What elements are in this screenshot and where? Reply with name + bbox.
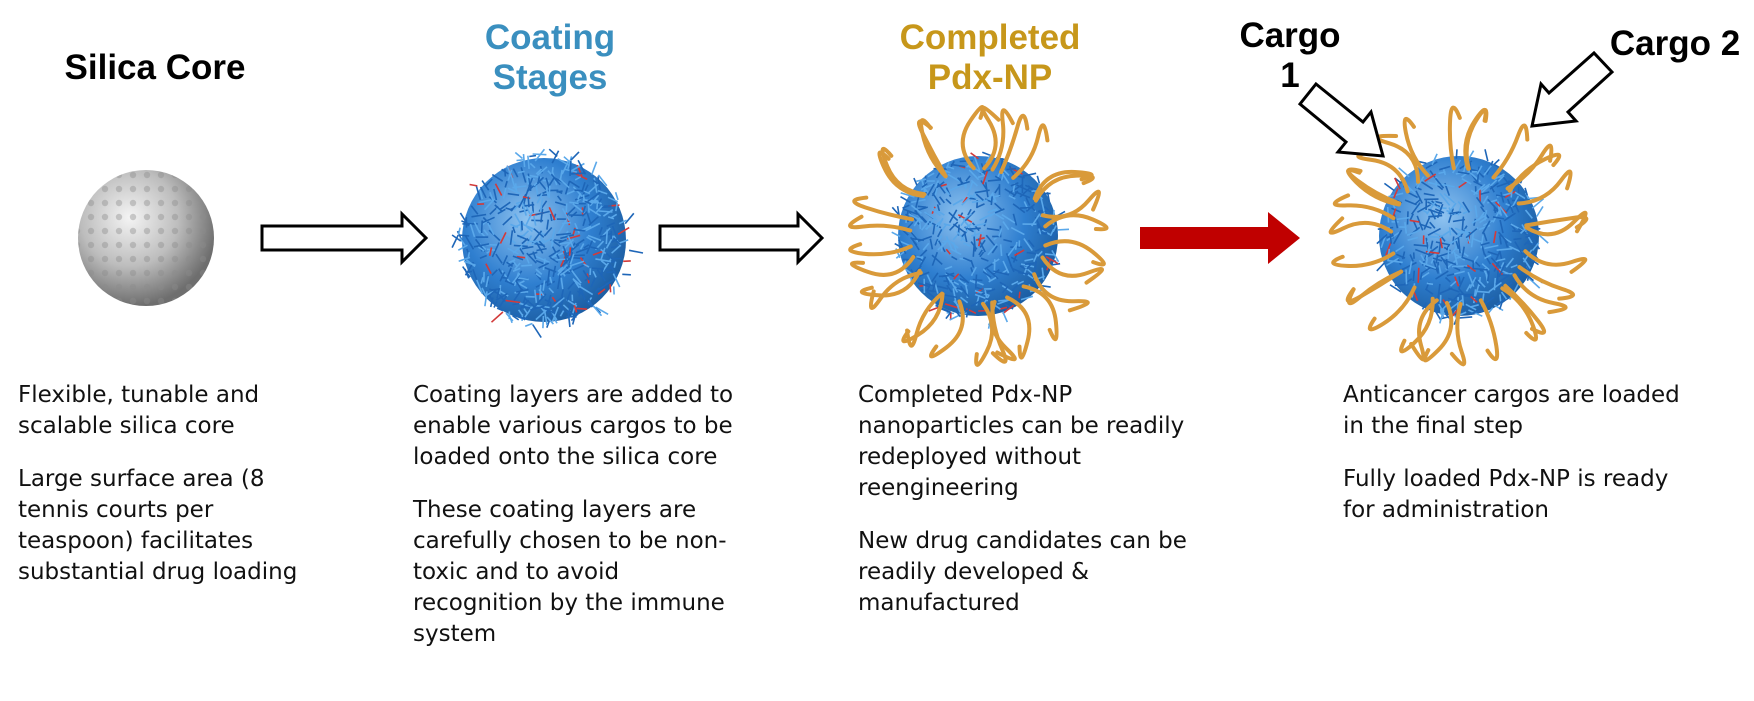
description-text: Fully loaded Pdx-NP is ready for adminis… bbox=[1343, 466, 1669, 523]
silica-core-description: Flexible, tunable and scalable silica co… bbox=[18, 380, 318, 610]
final-step-arrow bbox=[1140, 212, 1300, 264]
description-text: These coating layers are carefully chose… bbox=[413, 497, 727, 647]
coating-stages-description: Coating layers are added to enable vario… bbox=[413, 380, 743, 672]
cargo-1-arrow bbox=[1297, 81, 1386, 158]
description-text: New drug candidates can be readily devel… bbox=[858, 528, 1187, 616]
completed-pdx-np-title: Completed Pdx-NP bbox=[899, 18, 1081, 97]
loaded-pdx-np-description: Anticancer cargos are loaded in the fina… bbox=[1343, 380, 1703, 548]
process-arrow-2 bbox=[658, 210, 825, 266]
coated-sphere-icon bbox=[451, 148, 644, 339]
description-text: Completed Pdx-NP nanoparticles can be re… bbox=[858, 382, 1185, 501]
process-arrow-1 bbox=[260, 210, 429, 266]
cargo-2-arrow bbox=[1530, 50, 1615, 128]
coating-stages-title: Coating Stages bbox=[484, 18, 616, 97]
pdx-np-icon bbox=[848, 105, 1109, 367]
silica-core-title: Silica Core bbox=[64, 48, 246, 87]
cargo-1-label: Cargo 1 bbox=[1239, 16, 1341, 95]
silica-sphere-icon bbox=[78, 170, 214, 306]
description-text: Flexible, tunable and scalable silica co… bbox=[18, 382, 260, 439]
loaded-pdx-np-icon bbox=[1328, 105, 1589, 367]
description-text: Large surface area (8 tennis courts per … bbox=[18, 466, 298, 585]
description-text: Anticancer cargos are loaded in the fina… bbox=[1343, 382, 1680, 439]
completed-pdx-np-description: Completed Pdx-NP nanoparticles can be re… bbox=[858, 380, 1218, 641]
description-text: Coating layers are added to enable vario… bbox=[413, 382, 734, 470]
cargo-2-label: Cargo 2 bbox=[1609, 24, 1741, 63]
